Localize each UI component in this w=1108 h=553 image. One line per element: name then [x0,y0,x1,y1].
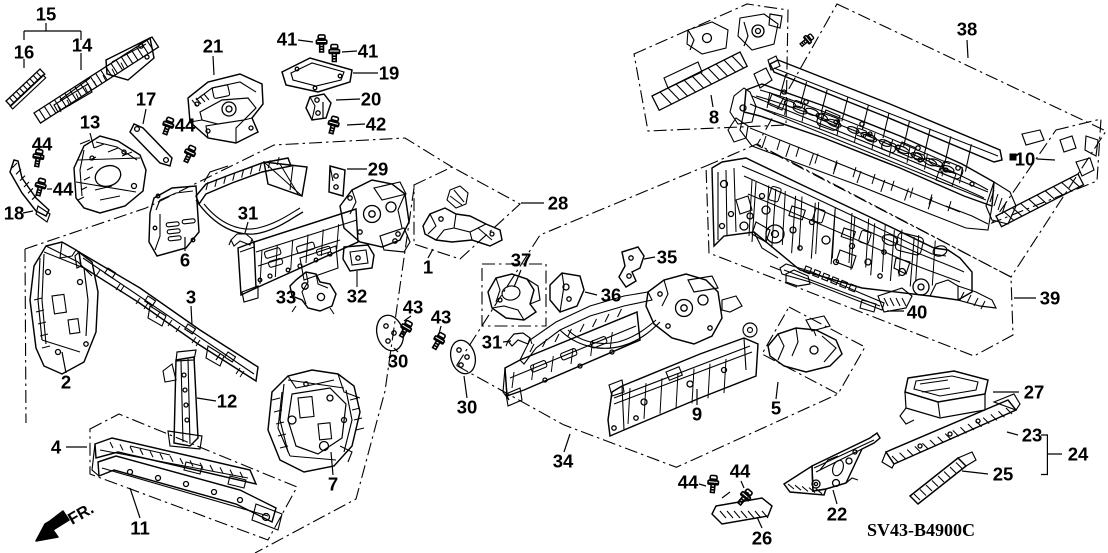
svg-text:14: 14 [72,35,93,56]
svg-text:8: 8 [709,107,719,128]
svg-text:5: 5 [771,398,781,419]
svg-text:SV43-B4900C: SV43-B4900C [867,520,975,540]
svg-text:28: 28 [548,193,569,214]
svg-text:42: 42 [366,114,387,135]
svg-text:44: 44 [730,461,751,482]
svg-text:36: 36 [601,285,622,306]
svg-text:30: 30 [457,397,478,418]
svg-text:24: 24 [1068,444,1089,465]
svg-text:15: 15 [36,4,57,25]
svg-text:25: 25 [993,464,1014,485]
svg-text:1: 1 [423,257,433,278]
svg-text:43: 43 [403,297,424,318]
svg-text:26: 26 [752,528,773,549]
svg-text:41: 41 [277,29,298,50]
svg-text:21: 21 [203,36,224,57]
svg-text:9: 9 [692,404,702,425]
svg-text:43: 43 [431,307,452,328]
svg-text:FR.: FR. [65,500,97,529]
svg-text:38: 38 [957,19,978,40]
svg-text:2: 2 [61,372,71,393]
svg-text:6: 6 [180,250,190,271]
svg-text:17: 17 [136,89,157,110]
svg-text:16: 16 [14,42,35,63]
svg-text:19: 19 [379,63,400,84]
svg-text:27: 27 [1024,382,1045,403]
svg-text:22: 22 [827,504,848,525]
svg-text:3: 3 [186,287,196,308]
svg-text:41: 41 [358,41,379,62]
svg-text:18: 18 [4,203,25,224]
svg-text:39: 39 [1040,288,1061,309]
svg-text:31: 31 [238,203,259,224]
svg-text:35: 35 [657,247,678,268]
svg-text:13: 13 [80,112,101,133]
svg-text:32: 32 [347,286,368,307]
svg-text:37: 37 [511,250,532,271]
svg-text:7: 7 [328,474,338,495]
svg-text:10: 10 [1015,149,1036,170]
svg-text:44: 44 [678,472,699,493]
svg-text:11: 11 [130,518,150,539]
svg-text:31: 31 [482,332,503,353]
svg-text:23: 23 [1022,425,1043,446]
svg-text:40: 40 [907,302,928,323]
svg-text:20: 20 [361,89,382,110]
svg-text:29: 29 [368,159,389,180]
svg-text:34: 34 [553,451,574,472]
svg-text:44: 44 [53,179,74,200]
svg-text:12: 12 [217,391,238,412]
svg-text:4: 4 [51,437,62,458]
svg-text:44: 44 [175,115,196,136]
svg-text:30: 30 [388,351,409,372]
